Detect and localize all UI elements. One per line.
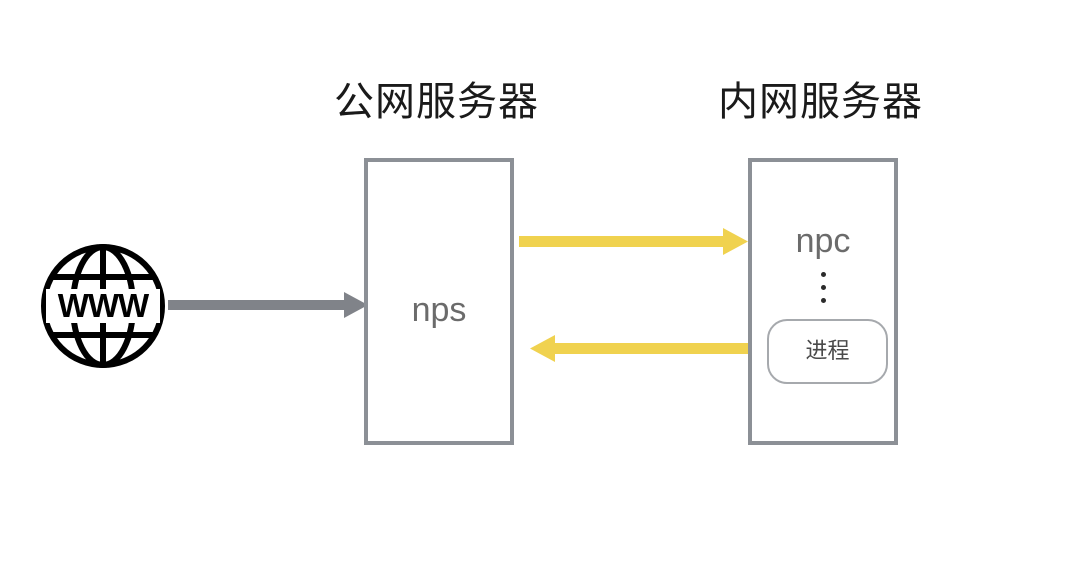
ellipsis-dot	[820, 285, 826, 290]
process-node[interactable]: 进程	[767, 319, 888, 384]
nps-server-box[interactable]: nps	[364, 158, 514, 445]
arrow-right-gray-icon	[168, 292, 368, 318]
npc-label: npc	[795, 222, 851, 260]
ellipsis-dot	[820, 272, 826, 277]
ellipsis-dot	[820, 298, 826, 303]
globe-www-icon: WWW	[40, 243, 166, 369]
intranet-server-title: 内网服务器	[718, 79, 923, 125]
public-server-title: 公网服务器	[334, 79, 539, 125]
globe-www-text: WWW	[58, 287, 150, 324]
arrow-right-yellow-icon	[519, 228, 748, 255]
nps-label: nps	[411, 291, 467, 329]
arrow-left-yellow-icon	[530, 335, 748, 362]
npc-server-box[interactable]: npc 进程	[748, 158, 898, 445]
process-label: 进程	[805, 338, 850, 364]
vertical-ellipsis-icon	[752, 272, 894, 303]
